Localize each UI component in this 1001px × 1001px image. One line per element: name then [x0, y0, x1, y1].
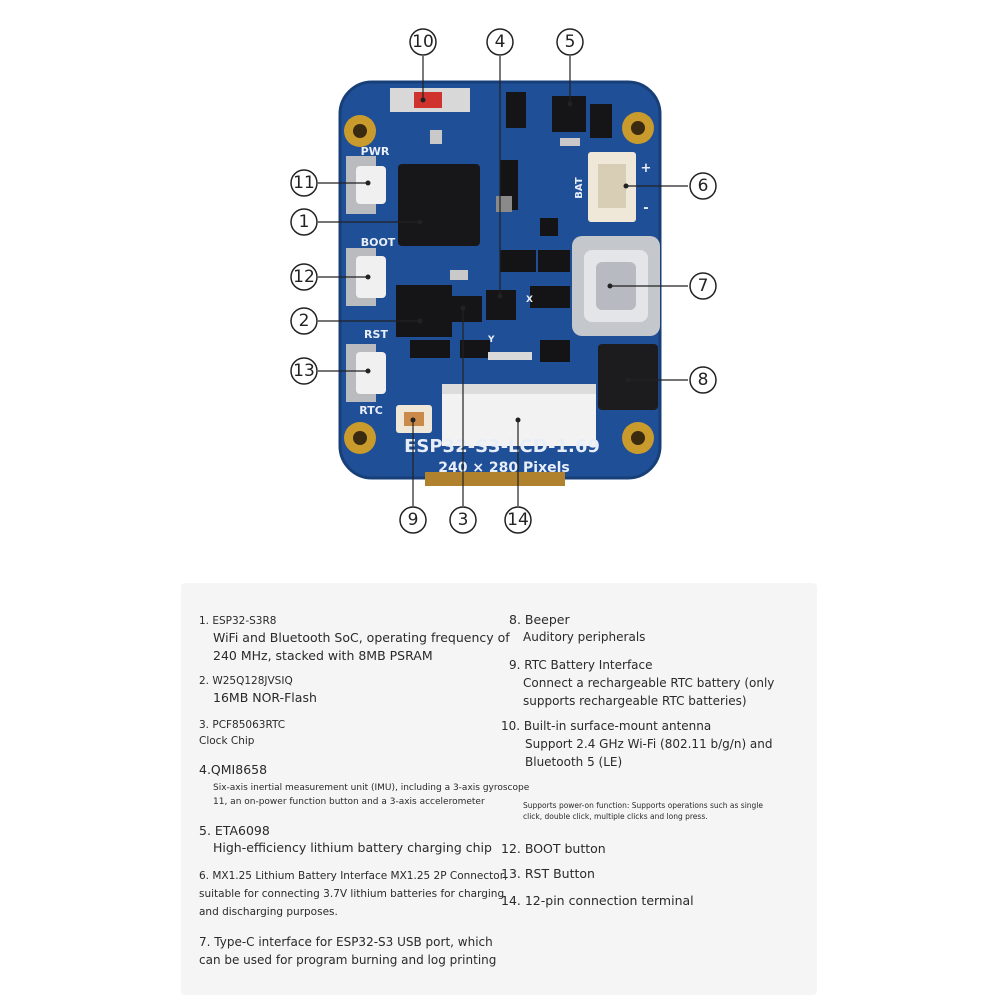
- list-item: 10. Built-in surface-mount antenna Suppo…: [501, 717, 773, 771]
- item-title: 6. MX1.25 Lithium Battery Interface MX1.…: [199, 870, 508, 882]
- list-item: 12. BOOT button: [501, 841, 606, 856]
- list-item: 8. Beeper Auditory peripherals: [509, 612, 645, 644]
- callout-7: 7: [698, 276, 709, 296]
- item-line: Connect a rechargeable RTC battery (only: [523, 676, 775, 690]
- list-item: 7. Type-C interface for ESP32-S3 USB por…: [199, 933, 496, 969]
- item-line: Six-axis inertial measurement unit (IMU)…: [213, 783, 530, 793]
- callout-10: 10: [412, 32, 434, 52]
- callout-14: 14: [507, 510, 529, 530]
- item-line: can be used for program burning and log …: [199, 953, 497, 967]
- callout-1: 1: [299, 212, 310, 232]
- callout-5: 5: [565, 32, 576, 52]
- description-panel: [181, 583, 817, 995]
- callout-2: 2: [299, 311, 310, 331]
- side-buttons: [346, 156, 386, 402]
- callout-11: 11: [293, 173, 315, 193]
- pwr-label: PWR: [361, 145, 390, 158]
- bat-label: BAT: [574, 177, 585, 199]
- bat-minus: -: [643, 201, 648, 216]
- callout-9: 9: [408, 510, 419, 530]
- flash-chip: [396, 285, 452, 337]
- list-item: 5. ETA6098 High-efficiency lithium batte…: [199, 823, 492, 855]
- item-title: 5. ETA6098: [199, 823, 270, 838]
- item-line: supports rechargeable RTC batteries): [523, 694, 747, 708]
- rtc-label: RTC: [359, 404, 383, 417]
- fpc-terminal: [442, 384, 596, 446]
- rst-label: RST: [364, 328, 388, 341]
- bat-plus: +: [641, 161, 652, 176]
- callout-8: 8: [698, 370, 709, 390]
- item-line: 240 MHz, stacked with 8MB PSRAM: [213, 648, 433, 663]
- list-item: 14. 12-pin connection terminal: [501, 893, 694, 908]
- board-resolution: 240 × 280 Pixels: [438, 460, 570, 476]
- item-line: suitable for connecting 3.7V lithium bat…: [199, 888, 505, 900]
- item-title: 7. Type-C interface for ESP32-S3 USB por…: [199, 935, 493, 949]
- list-item: Supports power-on function: Supports ope…: [523, 800, 763, 822]
- ribbon-tab: [425, 472, 565, 486]
- item-line: Clock Chip: [199, 735, 255, 747]
- axis-y-label: Y: [487, 335, 495, 345]
- beeper: [598, 344, 658, 410]
- item-title: 13. RST Button: [501, 866, 595, 881]
- callout-3: 3: [458, 510, 469, 530]
- charger-chip: [552, 96, 586, 132]
- item-line: WiFi and Bluetooth SoC, operating freque…: [213, 630, 510, 645]
- callout-12: 12: [293, 267, 315, 287]
- item-title: 10. Built-in surface-mount antenna: [501, 719, 712, 733]
- list-item: 4.QMI8658 Six-axis inertial measurement …: [199, 762, 529, 809]
- item-line: Bluetooth 5 (LE): [525, 755, 623, 769]
- item-line: Support 2.4 GHz Wi-Fi (802.11 b/g/n) and: [525, 737, 773, 751]
- esp32-s3-chip: [398, 164, 480, 246]
- list-item: 1. ESP32-S3R8 WiFi and Bluetooth SoC, op…: [199, 615, 510, 663]
- item-title: 2. W25Q128JVSIQ: [199, 675, 293, 687]
- item-line: High-efficiency lithium battery charging…: [213, 840, 492, 855]
- item-line: click, double click, multiple clicks and…: [523, 812, 708, 821]
- item-line: Auditory peripherals: [523, 630, 646, 644]
- callout-4: 4: [495, 32, 506, 52]
- item-title: 3. PCF85063RTC: [199, 719, 286, 731]
- callout-circles: [290, 28, 717, 534]
- item-title: 9. RTC Battery Interface: [509, 658, 653, 672]
- item-line: Supports power-on function: Supports ope…: [523, 801, 764, 810]
- list-item: 13. RST Button: [501, 866, 595, 881]
- leader-lines: [318, 56, 688, 506]
- callout-6: 6: [698, 176, 709, 196]
- item-title: 14. 12-pin connection terminal: [501, 893, 694, 908]
- rtc-chip: [452, 296, 482, 322]
- item-title: 8. Beeper: [509, 612, 570, 627]
- mounting-holes: [344, 112, 654, 454]
- list-item: 9. RTC Battery Interface Connect a recha…: [509, 656, 774, 710]
- boot-label: BOOT: [361, 236, 396, 249]
- item-line: and discharging purposes.: [199, 906, 338, 918]
- list-item: 6. MX1.25 Lithium Battery Interface MX1.…: [199, 867, 507, 921]
- list-item: 2. W25Q128JVSIQ 16MB NOR-Flash: [199, 675, 317, 705]
- item-line: 16MB NOR-Flash: [213, 690, 317, 705]
- callout-13: 13: [293, 361, 315, 381]
- item-line: 11, an on-power function button and a 3-…: [213, 797, 485, 807]
- board-name: ESP32-S3-LCD-1.69: [404, 436, 600, 457]
- list-item: 3. PCF85063RTC Clock Chip: [199, 719, 285, 747]
- item-title: 4.QMI8658: [199, 762, 268, 777]
- board-diagram: PWR BOOT RST RTC BAT + - X Y ESP32-S3-LC…: [290, 28, 717, 534]
- axis-x-label: X: [526, 295, 533, 305]
- item-title: 1. ESP32-S3R8: [199, 615, 277, 627]
- item-title: 12. BOOT button: [501, 841, 606, 856]
